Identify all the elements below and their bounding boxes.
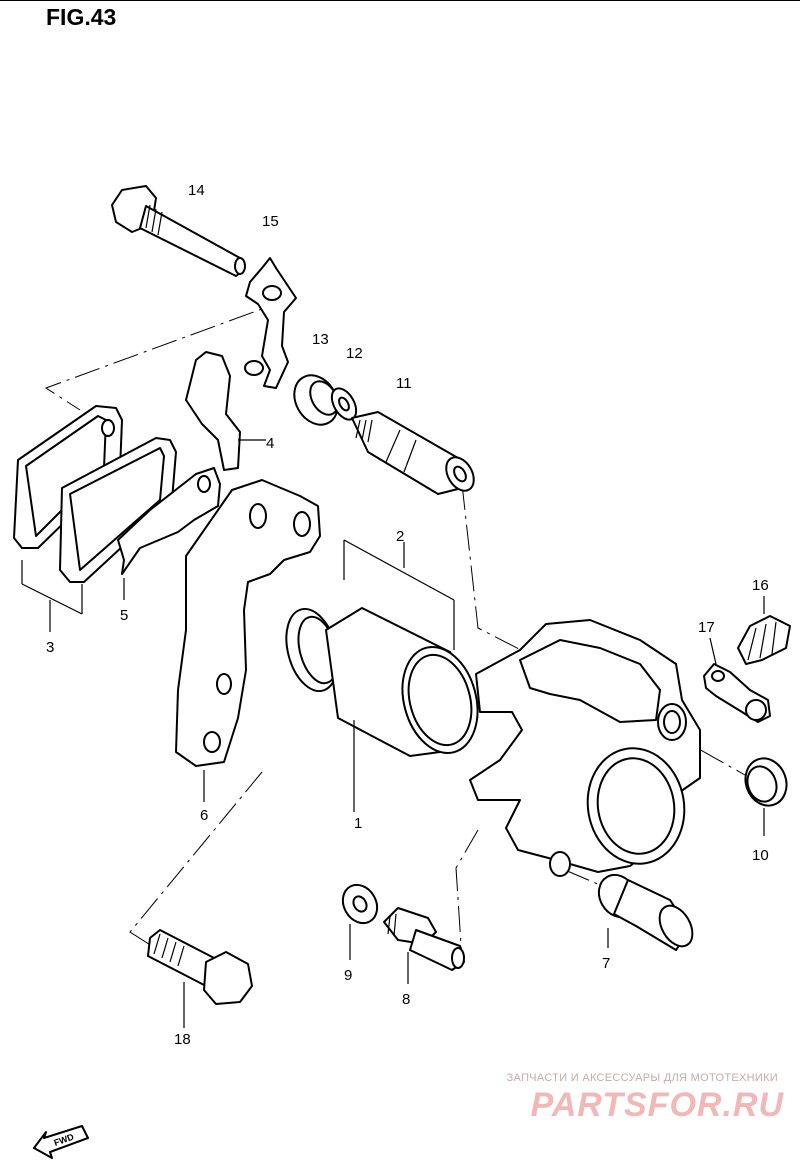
callout-2: 2 [396,528,404,545]
callout-labels: 1 2 3 4 5 6 7 8 9 10 11 12 13 14 15 16 1… [46,182,769,1048]
fwd-arrow-icon: FWD [33,1125,89,1159]
callout-10: 10 [752,847,769,864]
callout-7: 7 [602,955,610,972]
callout-17: 17 [698,619,715,636]
callout-3: 3 [46,639,54,656]
part-15-lock-plate [244,257,297,389]
callout-6: 6 [200,807,208,824]
part-3-brake-pads [13,405,177,632]
caliper-body [469,619,701,877]
part-14-bolt [111,185,246,277]
watermark-brand: PARTSFOR.RU [530,1086,784,1124]
part-17-cap [703,637,771,723]
part-6-bracket [175,479,321,802]
part-10-plug [744,757,788,836]
callout-14: 14 [188,182,205,199]
part-5-pad-spring [117,467,221,600]
callout-12: 12 [346,345,363,362]
part-1-piston [325,607,479,812]
part-7-sleeve [597,873,694,951]
callout-13: 13 [312,331,329,348]
figure-title: FIG.43 [46,4,117,30]
part-11-pin [351,411,475,495]
part-16-bleeder [737,596,791,665]
part-18-bolt [147,929,253,1028]
part-8-bolt [383,907,465,984]
callout-1: 1 [354,815,362,832]
callout-15: 15 [262,213,279,230]
callout-4: 4 [266,435,274,452]
callout-5: 5 [120,607,128,624]
part-9-washer [341,883,379,960]
callout-18: 18 [174,1031,191,1048]
callout-8: 8 [402,991,410,1008]
callout-11: 11 [396,375,412,392]
part-2-seals [285,539,455,693]
callout-16: 16 [752,577,769,594]
callout-9: 9 [344,967,352,984]
watermark-tagline: ЗАПЧАСТИ И АКСЕССУАРЫ ДЛЯ МОТОТЕХНИКИ [506,1072,778,1084]
part-4-pad-spring [185,351,266,471]
top-border [0,0,800,1]
